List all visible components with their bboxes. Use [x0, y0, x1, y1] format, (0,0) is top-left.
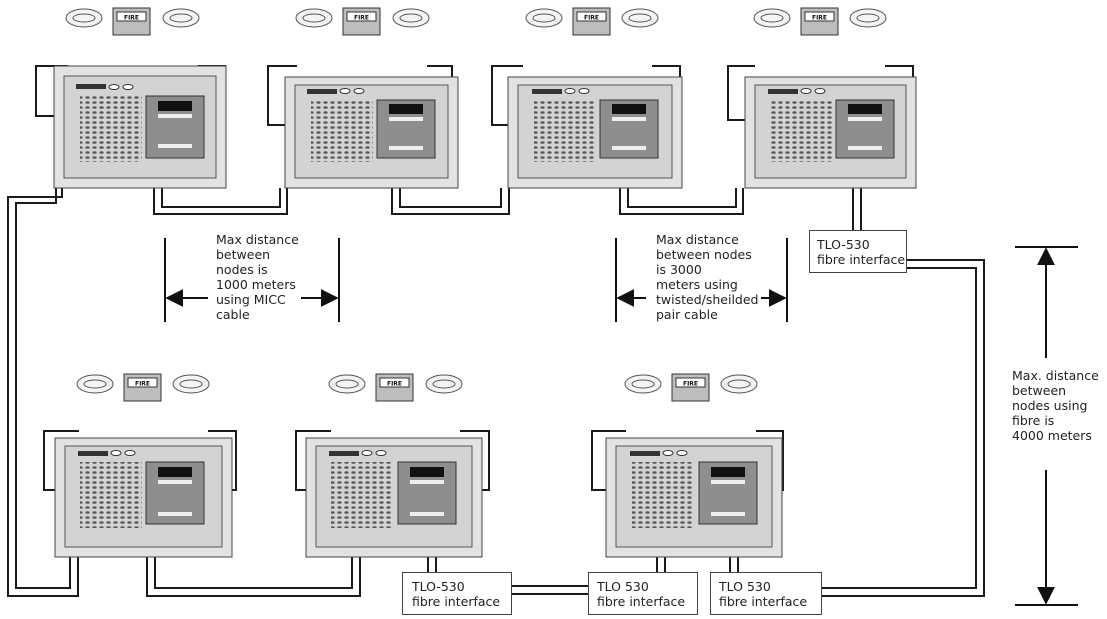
fire-sign-label: FIRE [124, 15, 139, 22]
fibre-interface-box-2: TLO-530 fibre interface [402, 572, 512, 615]
panel-bottom-1 [54, 437, 233, 558]
fibre-interface-label: TLO 530 fibre interface [719, 579, 808, 609]
fibre-interface-label: TLO 530 fibre interface [597, 579, 686, 609]
note-fibre-distance: Max. distance between nodes using fibre … [1012, 368, 1099, 443]
fire-sign-label: FIRE [354, 15, 369, 22]
detectors-top-2: FIRE [295, 7, 430, 36]
fibre-interface-box-3: TLO 530 fibre interface [588, 572, 698, 615]
fire-sign-label: FIRE [584, 15, 599, 22]
fibre-interface-box-4: TLO 530 fibre interface [710, 572, 822, 615]
panel-bottom-3 [605, 437, 783, 558]
detectors-top-4: FIRE [753, 7, 887, 36]
detectors-bottom-2: FIRE [328, 373, 463, 402]
fibre-interface-box-1: TLO-530 fibre interface [809, 230, 907, 273]
panel-top-4 [744, 76, 917, 189]
panel-top-1 [53, 65, 227, 189]
detectors-bottom-3: FIRE [624, 373, 758, 402]
dimension-fibre [1015, 246, 1078, 606]
fibre-interface-label: TLO-530 fibre interface [817, 237, 906, 267]
detectors-top-1: FIRE [65, 7, 200, 36]
fire-sign-label: FIRE [812, 15, 827, 22]
fire-sign-label: FIRE [683, 381, 698, 388]
panel-top-3 [507, 76, 683, 189]
detectors-top-3: FIRE [525, 7, 659, 36]
panel-bottom-2 [305, 437, 483, 558]
note-micc-distance: Max distance between nodes is 1000 meter… [216, 232, 299, 322]
dimension-twisted-pair [615, 238, 788, 322]
note-twisted-pair-distance: Max distance between nodes is 3000 meter… [656, 232, 759, 322]
cable-wiring [7, 188, 985, 597]
detectors-bottom-1: FIRE [76, 373, 210, 402]
fire-sign-label: FIRE [387, 381, 402, 388]
dimension-micc [164, 238, 340, 322]
fibre-interface-label: TLO-530 fibre interface [412, 579, 501, 609]
fire-sign-label: FIRE [135, 381, 150, 388]
panel-top-2 [284, 76, 459, 189]
